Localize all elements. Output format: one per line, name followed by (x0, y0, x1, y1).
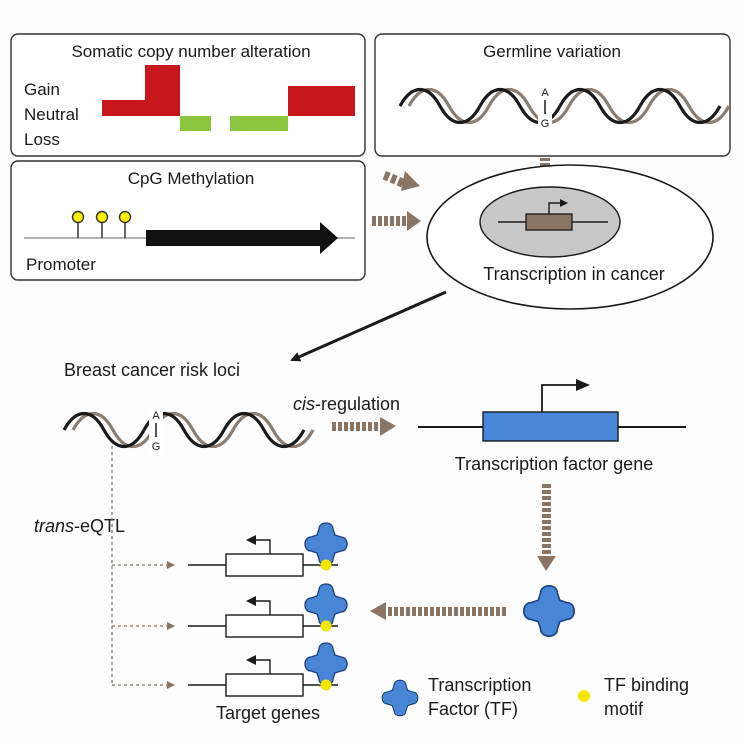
tf-binding-motif (320, 559, 332, 571)
legend-tf-line2: Factor (TF) (428, 699, 518, 719)
tf-binding-motif (320, 679, 332, 691)
target-gene-box (225, 673, 304, 697)
bound-tf (304, 522, 348, 566)
tf-gene-box (482, 411, 619, 442)
scna-loss-label: Loss (24, 130, 60, 149)
cancer-cell: Transcription in cancer (426, 164, 714, 310)
bound-tf (304, 642, 348, 686)
germline-allele-a: A (541, 87, 549, 99)
gain-segment (102, 100, 145, 116)
risk-loci-dna-helix (62, 411, 315, 449)
legend-motif-icon (578, 690, 590, 702)
flow-arrow-cis (332, 417, 396, 436)
target-gene-2 (188, 583, 348, 638)
flow-arrow-translation (537, 484, 556, 571)
legend-tf-icon (381, 679, 419, 717)
methylation-panel-border (10, 160, 366, 281)
legend-motif-line2: motif (604, 699, 644, 719)
germline-panel: Germline variation A G (374, 33, 731, 157)
target-gene-box (225, 553, 304, 577)
methyl-lollipop (95, 210, 109, 238)
legend-motif-line1: TF binding (604, 675, 689, 695)
nucleus-gene-box (525, 213, 573, 231)
gain-segment (145, 65, 180, 116)
target-tss-arrow (254, 600, 271, 615)
trans-rest: -eQTL (74, 516, 125, 536)
loss-segment (230, 116, 288, 131)
methyl-lollipop (118, 210, 132, 238)
gene-body-arrow (146, 222, 338, 254)
scna-gain-label: Gain (24, 80, 60, 99)
main-flow-arrow (290, 290, 447, 362)
flow-arrow-scna (382, 170, 420, 191)
cis-regulation-label: cis-regulation (293, 394, 400, 414)
tf-binding-motif (320, 620, 332, 632)
target-tss-arrow (254, 539, 271, 554)
target-gene-box (225, 614, 304, 638)
target-genes-label: Target genes (216, 703, 320, 723)
germline-title: Germline variation (483, 42, 621, 61)
risk-loci-label: Breast cancer risk loci (64, 360, 240, 380)
risk-allele-a: A (152, 410, 160, 422)
flow-arrow-methylation (372, 211, 421, 231)
target-tss-arrow (254, 659, 271, 674)
target-gene-1 (188, 522, 348, 577)
nucleus-tss-arrow (548, 202, 561, 214)
cis-italic: cis (293, 394, 315, 414)
legend-tf-line1: Transcription (428, 675, 531, 695)
scna-neutral-label: Neutral (24, 105, 79, 124)
flow-arrow-tf-binding (370, 602, 506, 620)
methylation-title: CpG Methylation (128, 169, 255, 188)
cis-rest: -regulation (315, 394, 400, 414)
tf-gene-label: Transcription factor gene (455, 454, 653, 474)
nucleus-tss-arrowhead (560, 199, 568, 207)
bound-tf (304, 583, 348, 627)
loss-segment (180, 116, 211, 131)
methylation-panel: CpG Methylation Promoter (10, 160, 366, 281)
legend: Transcription Factor (TF) TF binding mot… (381, 675, 689, 719)
trans-italic: trans (34, 516, 74, 536)
scna-title: Somatic copy number alteration (71, 42, 310, 61)
gain-segment (288, 86, 355, 116)
trans-eqtl-connectors (111, 446, 175, 689)
methyl-lollipop (71, 210, 85, 238)
promoter-label: Promoter (26, 255, 96, 274)
germline-allele-g: G (541, 118, 550, 130)
risk-allele-g: G (152, 441, 161, 453)
cell-label: Transcription in cancer (483, 264, 664, 284)
germline-panel-border (374, 33, 731, 157)
target-gene-3 (188, 642, 348, 697)
transcription-factor-protein (523, 585, 575, 637)
tf-gene-tss-arrowhead (576, 379, 590, 391)
tf-gene: Transcription factor gene (418, 379, 686, 474)
scna-panel: Somatic copy number alteration Gain Neut… (10, 33, 366, 157)
tf-gene-tss-arrow (541, 384, 578, 412)
